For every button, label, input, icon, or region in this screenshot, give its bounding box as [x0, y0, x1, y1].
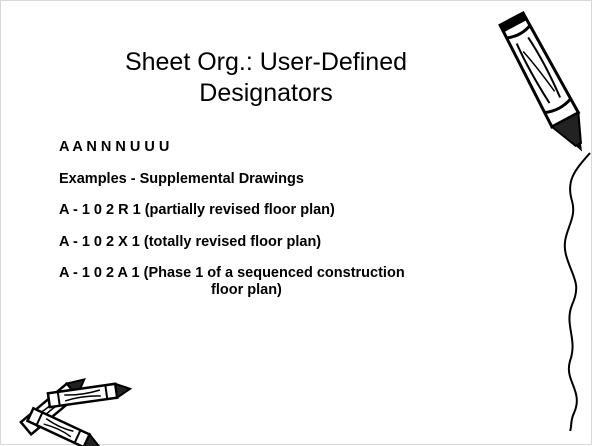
bullet-item: A A N N N U U U	[59, 139, 170, 155]
bullet-line-2: floor plan)	[211, 282, 282, 298]
crayons-icon	[19, 377, 133, 446]
bullet-line-1: A - 1 0 2 A 1 (Phase 1 of a sequenced co…	[59, 265, 405, 281]
scribble-line	[563, 152, 591, 431]
bullet-item: A - 1 0 2 R 1 (partially revised floor p…	[59, 202, 335, 218]
title-line-2: Designators	[199, 79, 333, 107]
slide-title: Sheet Org.: User-Defined Designators	[76, 47, 456, 109]
bullet-list: A A N N N U U U Examples - Supplemental …	[59, 139, 499, 314]
bullet-item: Examples - Supplemental Drawings	[59, 170, 304, 187]
crayon-icon	[498, 10, 583, 152]
title-line-1: Sheet Org.: User-Defined	[124, 48, 408, 76]
bullet-item: A - 1 0 2 X 1 (totally revised floor pla…	[59, 233, 322, 250]
bullet-item: A - 1 0 2 A 1 (Phase 1 of a sequenced co…	[59, 265, 539, 299]
